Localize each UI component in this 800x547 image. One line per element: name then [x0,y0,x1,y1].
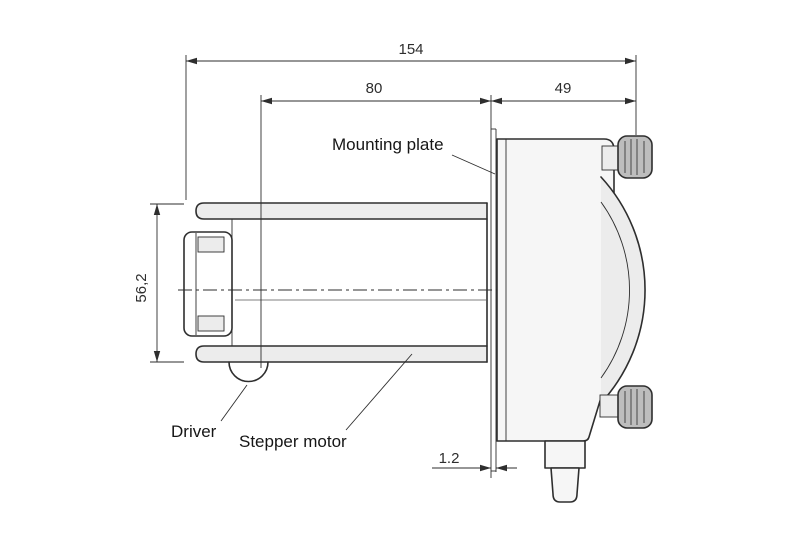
outlet-port [544,440,586,503]
top-thumbscrew-neck [601,145,619,171]
arrow-49-right [625,97,636,105]
arrow-562-bottom [153,351,161,362]
arrow-80-right [480,97,491,105]
top-thumbscrew-knob [617,135,653,179]
top-thumbscrew [601,135,653,179]
dimension-motor-length: 80 [260,80,491,368]
outlet-collar [544,440,586,469]
terminal-block-top [197,236,225,253]
callout-mounting-plate: Mounting plate [332,135,496,175]
arrow-12-right [496,464,507,472]
arrow-80-left [261,97,272,105]
pump-head-body [496,138,615,442]
bottom-thumbscrew-knob [617,385,653,429]
stepper-motor-leader [345,353,413,431]
mounting-plate-label: Mounting plate [332,135,444,154]
outlet-tube [550,467,580,503]
dome-inner-seam [600,201,630,379]
dim-value-154: 154 [398,41,423,58]
bottom-thumbscrew [599,385,653,429]
dimension-body-height: 56,2 [133,203,184,363]
terminal-block-bottom [197,315,225,332]
stepper-motor-body [178,202,503,383]
arrow-154-right [625,57,636,65]
mounting-plate [490,95,497,478]
driver-label: Driver [171,422,217,441]
driver-leader [220,384,248,422]
callout-driver: Driver [171,384,248,441]
dim-value-562: 56,2 [133,273,150,302]
dimension-plate-thickness: 1.2 [432,450,517,472]
arrow-154-left [186,57,197,65]
arrow-12-left [480,464,491,472]
dimension-overall-length: 154 [185,41,637,200]
arrow-49-left [491,97,502,105]
arrow-562-top [153,204,161,215]
bottom-thumbscrew-neck [599,394,619,418]
callout-stepper-motor: Stepper motor [239,353,413,451]
dim-value-80: 80 [366,80,383,97]
mounting-plate-leader [451,154,496,175]
pump-head-dome [600,176,646,404]
pump-head [496,135,653,503]
motor-bottom-rail [195,345,488,363]
dim-value-49: 49 [555,80,572,97]
driver-housing-bump [228,361,269,383]
stepper-motor-label: Stepper motor [239,432,347,451]
dimension-head-depth: 49 [491,80,636,105]
dim-value-12: 1.2 [439,450,460,467]
motor-top-rail [195,202,488,220]
